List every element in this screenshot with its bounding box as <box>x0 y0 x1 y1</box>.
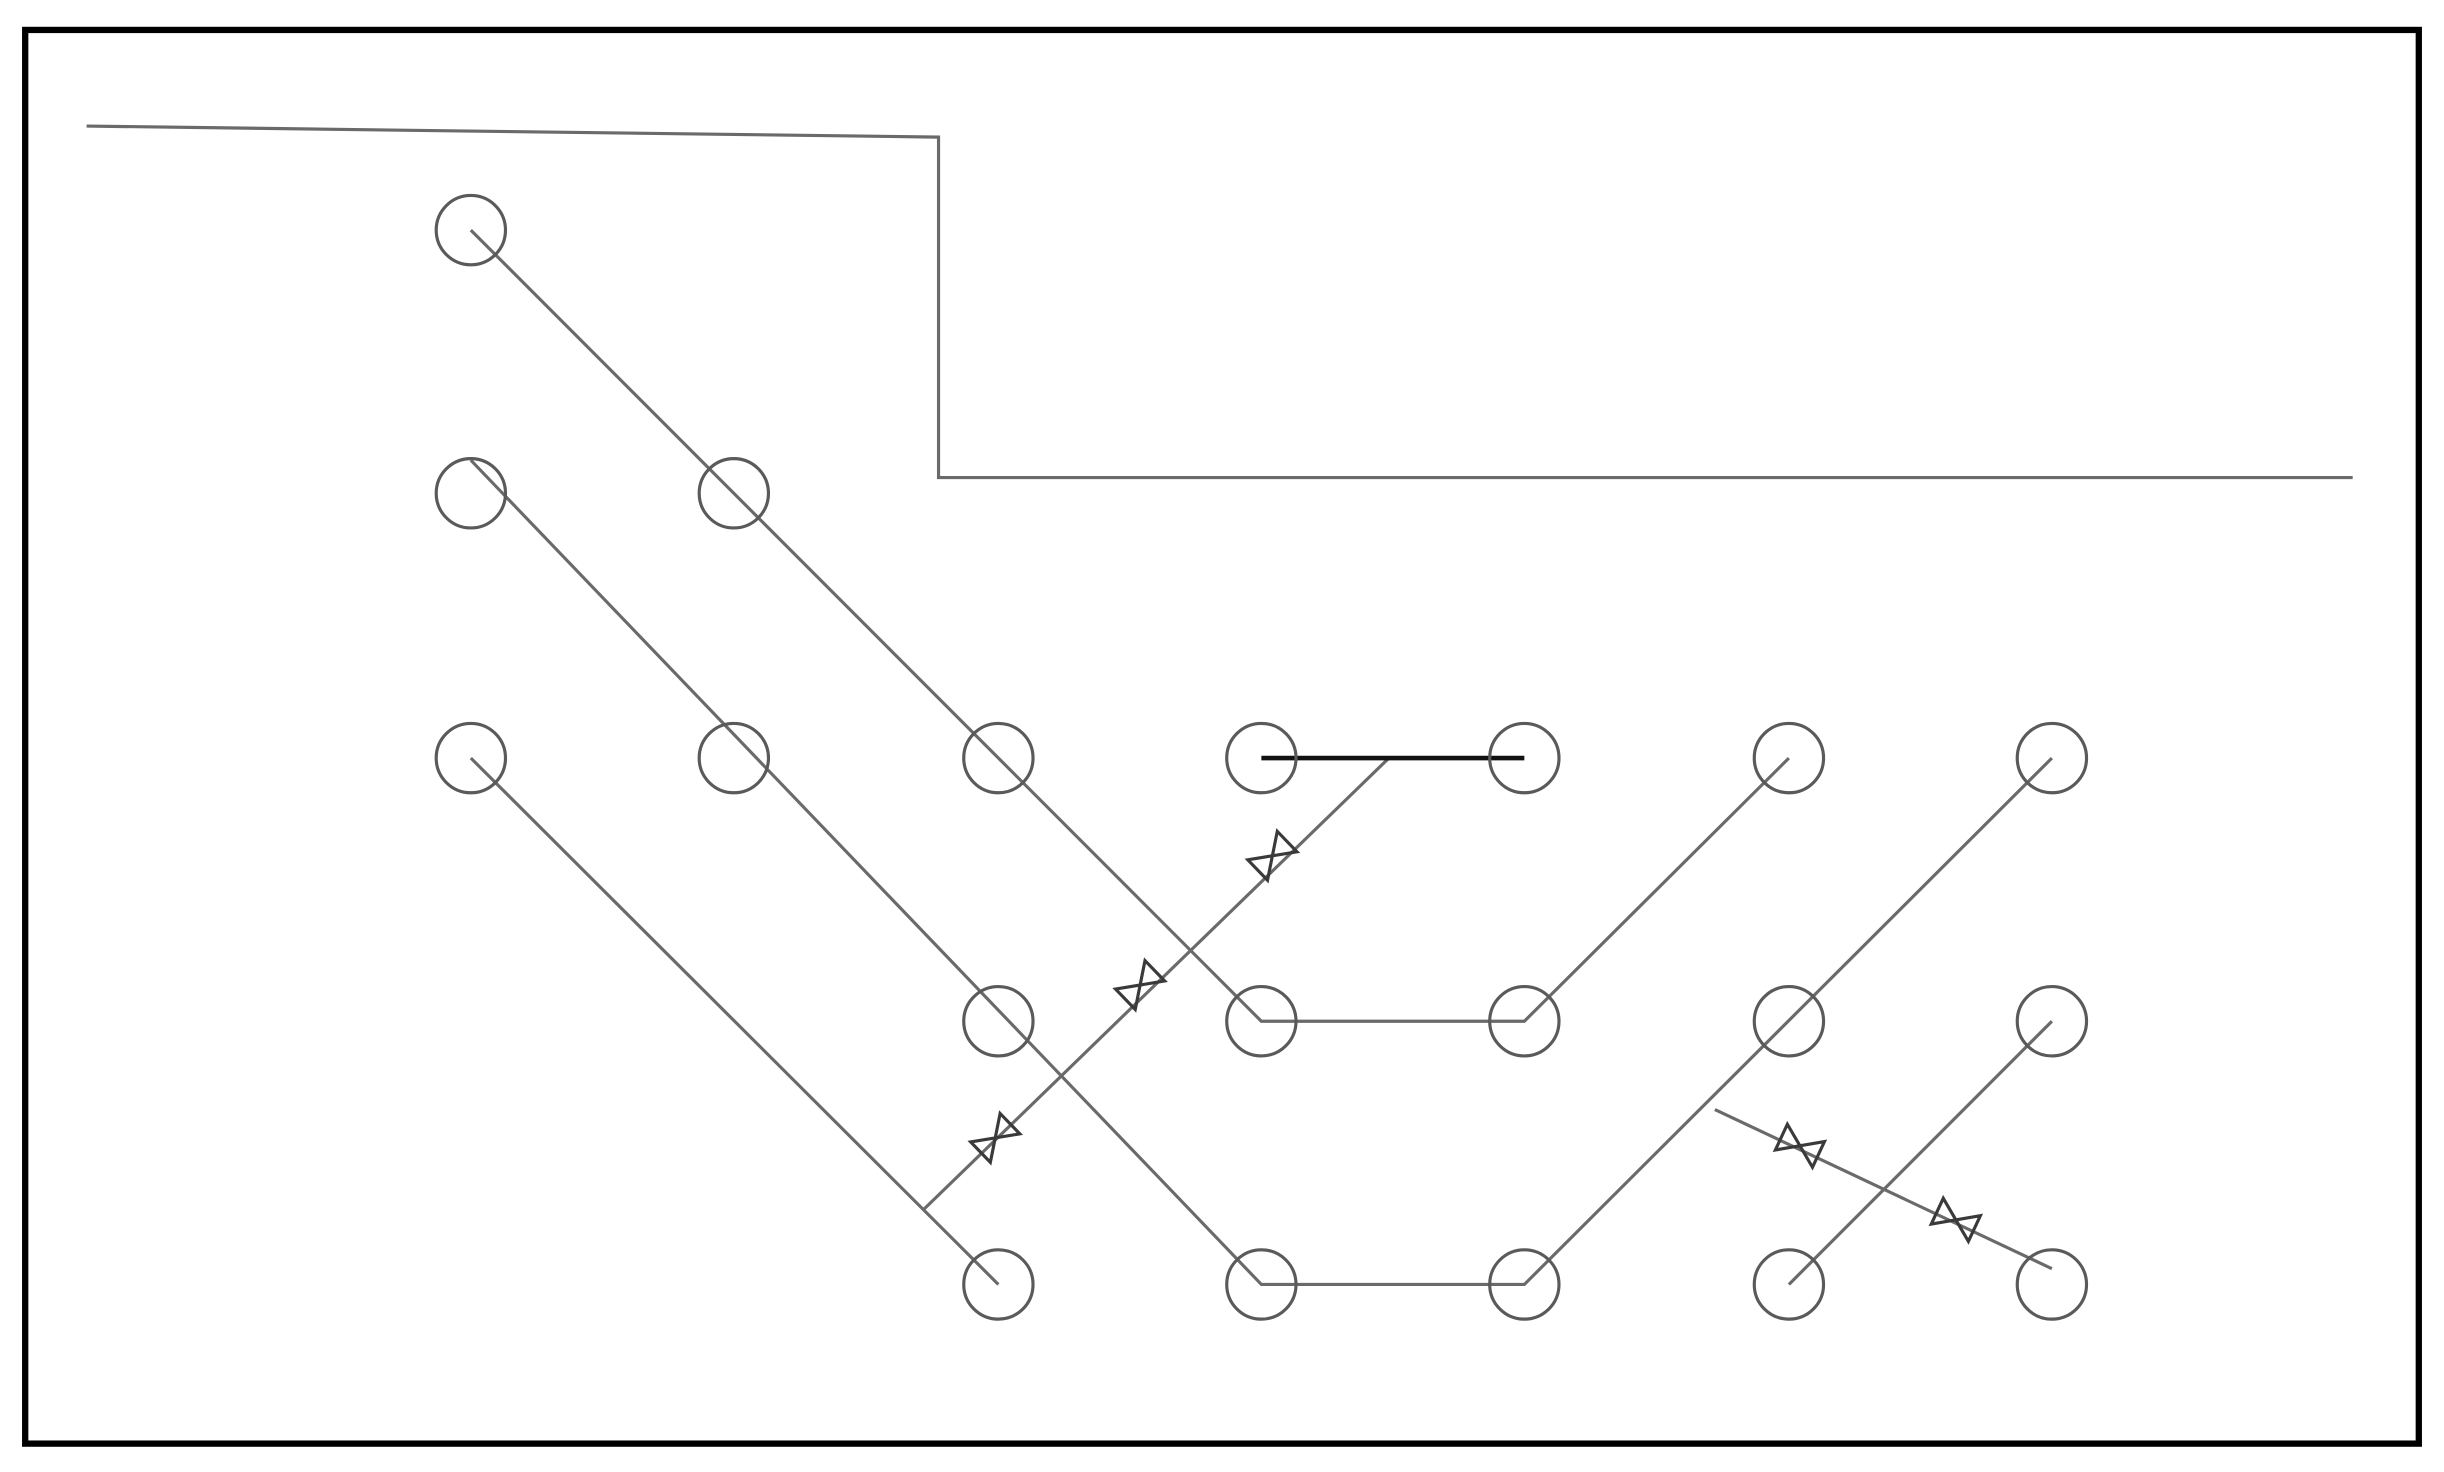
well-node <box>2015 721 2089 795</box>
well-node <box>2015 985 2089 1058</box>
valve-icon <box>1244 828 1301 884</box>
valve-symbols <box>967 828 1984 1245</box>
pipe-connection <box>469 756 1000 1286</box>
well-node <box>1225 1248 1298 1321</box>
well-node <box>697 721 771 795</box>
terrain-profile-line <box>86 124 2353 480</box>
valve-icon <box>1928 1194 1984 1245</box>
pipe-connection <box>1714 1108 2053 1271</box>
pipe-connection <box>1787 1020 2054 1286</box>
valve-icon <box>1112 957 1168 1013</box>
well-nodes <box>434 193 2089 1321</box>
well-node <box>962 721 1035 795</box>
well-node <box>1225 985 1298 1058</box>
well-node <box>1752 985 1826 1058</box>
valve-icon <box>967 1110 1024 1166</box>
well-node <box>2015 1248 2089 1321</box>
well-node <box>1488 1248 1561 1321</box>
pipe-connection <box>469 228 1791 1023</box>
valve-icon <box>1772 1120 1828 1171</box>
pipe-connection <box>469 459 2054 1287</box>
well-node <box>434 721 508 795</box>
well-node <box>1488 985 1561 1058</box>
well-node <box>962 1248 1035 1321</box>
well-node <box>1752 721 1826 795</box>
well-node <box>697 457 771 530</box>
well-node <box>434 457 508 530</box>
well-node <box>1225 721 1298 795</box>
well-node <box>962 985 1035 1058</box>
outer-frame <box>22 26 2422 1447</box>
well-node <box>434 193 508 267</box>
well-node <box>1752 1248 1826 1321</box>
well-node <box>1488 721 1561 795</box>
